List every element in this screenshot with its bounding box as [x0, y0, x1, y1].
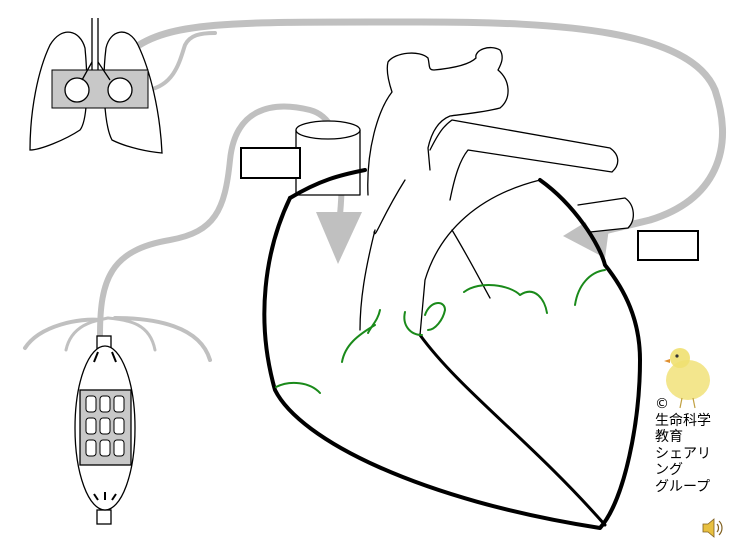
pulmonary-vein	[577, 197, 634, 233]
credit-text: © 生命科学 教育 シェアリ ング グループ	[655, 396, 711, 495]
pulmonary-loop-path	[128, 18, 726, 236]
heart	[262, 46, 642, 530]
speaker-icon[interactable]	[702, 518, 723, 538]
conduction-arcs	[275, 269, 606, 394]
down-arrow-head	[316, 212, 362, 264]
chick-icon	[664, 348, 710, 409]
branch-right	[106, 316, 157, 352]
lung-node-left	[64, 77, 90, 103]
vena-cava	[295, 120, 361, 196]
label-box-right-atrium[interactable]	[240, 147, 301, 179]
lung-return-path	[146, 31, 217, 92]
heart-top-left	[288, 168, 367, 200]
lung-node-right	[107, 77, 133, 103]
branch-far-right	[113, 316, 212, 362]
label-box-left-atrium[interactable]	[637, 230, 699, 261]
lungs-icon	[29, 18, 163, 154]
pulmonary-artery	[429, 119, 619, 201]
branch-left	[23, 317, 102, 350]
septum	[418, 333, 607, 527]
aorta	[367, 46, 509, 196]
battery-pack-icon	[74, 335, 136, 525]
branch-left-inner	[64, 316, 110, 352]
